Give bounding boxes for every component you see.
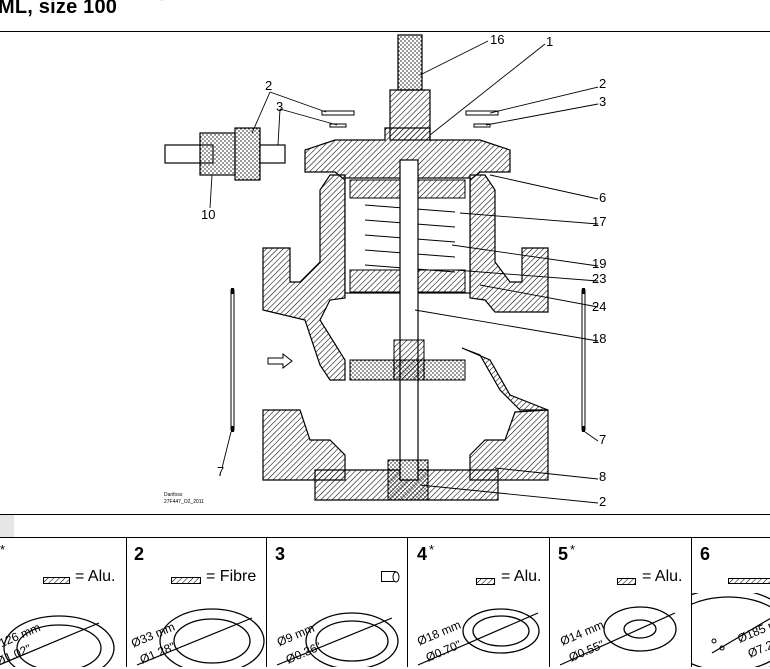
material-swatch-icon: [617, 578, 637, 586]
parts-cell: 3 Ø9 mm Ø0.36": [266, 538, 408, 667]
part-material: = Alu.: [501, 568, 541, 586]
drawing-code: 27F447_O2_2011: [164, 499, 204, 505]
callout-label: 1: [546, 34, 553, 49]
valve-exploded-diagram: 16 1 2 3 6 17 19 23 24 18 7 8 2 2 3 10 7…: [0, 33, 770, 513]
table-header-stub: [0, 515, 14, 537]
parts-table: * = Alu. Ø126 mm Ø1.02" 2 = Fibre Ø33 mm…: [0, 538, 770, 667]
callout-label: 7: [599, 432, 606, 447]
callout-label: 17: [592, 214, 606, 229]
callout-label: 19: [592, 256, 606, 271]
part-number: 5: [558, 544, 568, 565]
parts-cell: 6 Ø185 mm Ø7.28": [691, 538, 770, 667]
callout-label: 3: [276, 99, 283, 114]
part-star: *: [429, 542, 434, 557]
callout-label: 23: [592, 271, 606, 286]
callout-label: 10: [201, 207, 215, 222]
callout-label: 3: [599, 94, 606, 109]
parts-cell: 2 = Fibre Ø33 mm Ø1.28": [126, 538, 267, 667]
top-divider: [0, 31, 770, 32]
part-star: *: [570, 542, 575, 557]
parts-cell: * = Alu. Ø126 mm Ø1.02": [0, 538, 126, 667]
callout-label: 2: [599, 76, 606, 91]
callout-label: 24: [592, 299, 606, 314]
part-number: 6: [700, 544, 710, 565]
material-swatch-icon: [381, 571, 401, 583]
part-material: = Alu.: [75, 568, 115, 586]
callout-label: 2: [599, 494, 606, 509]
parts-cell: 4 * = Alu. Ø18 mm Ø0.70": [407, 538, 550, 667]
callout-label: 6: [599, 190, 606, 205]
part-number: 3: [275, 544, 285, 565]
callout-label: 16: [490, 33, 504, 47]
callout-label: 2: [265, 78, 272, 93]
material-swatch-icon: [728, 578, 770, 586]
part-number: 2: [134, 544, 144, 565]
part-material: = Fibre: [206, 568, 256, 586]
parts-cell: 5 * = Alu. Ø14 mm Ø0.55": [549, 538, 692, 667]
callout-label: 18: [592, 331, 606, 346]
mid-divider: [0, 514, 770, 515]
material-swatch-icon: [43, 577, 70, 585]
part-star: *: [0, 542, 5, 557]
part-number: 4: [417, 544, 427, 565]
drawing-credit: Danfoss: [164, 492, 183, 498]
part-material: = Alu.: [642, 568, 682, 586]
material-swatch-icon: [476, 578, 496, 586]
title-marker: *: [159, 0, 164, 8]
material-swatch-icon: [171, 577, 201, 585]
callout-label: 7: [217, 464, 224, 479]
callout-label: 8: [599, 469, 606, 484]
page-title: ML, size 100: [0, 0, 117, 19]
